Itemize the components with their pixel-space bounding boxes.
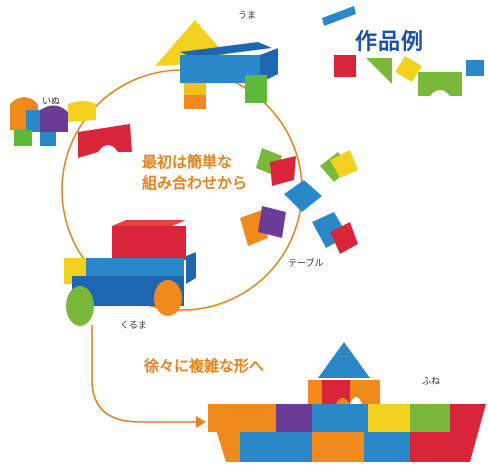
table-label: テーブル (288, 259, 324, 269)
horse-label: うま (238, 11, 257, 21)
arrow-head-icon (196, 416, 206, 428)
intro-caption-line2: 組み合わせから (142, 174, 248, 192)
dog-model (10, 97, 132, 158)
horse-model (155, 20, 278, 109)
table-model (240, 148, 358, 254)
progress-caption: 徐々に複雑な形へ (144, 357, 265, 375)
page-title: 作品例 (355, 30, 425, 55)
intro-caption-line1: 最初は簡単な (142, 153, 233, 171)
ship-model (208, 342, 486, 462)
ship-label: ふね (422, 377, 441, 387)
dog-label: いぬ (42, 97, 61, 107)
car-model (64, 220, 196, 326)
intro-caption: 最初は簡単な 組み合わせから (142, 152, 247, 194)
progress-arrow (91, 325, 196, 423)
scattered-blocks (322, 6, 484, 96)
car-label: くるま (120, 321, 147, 331)
